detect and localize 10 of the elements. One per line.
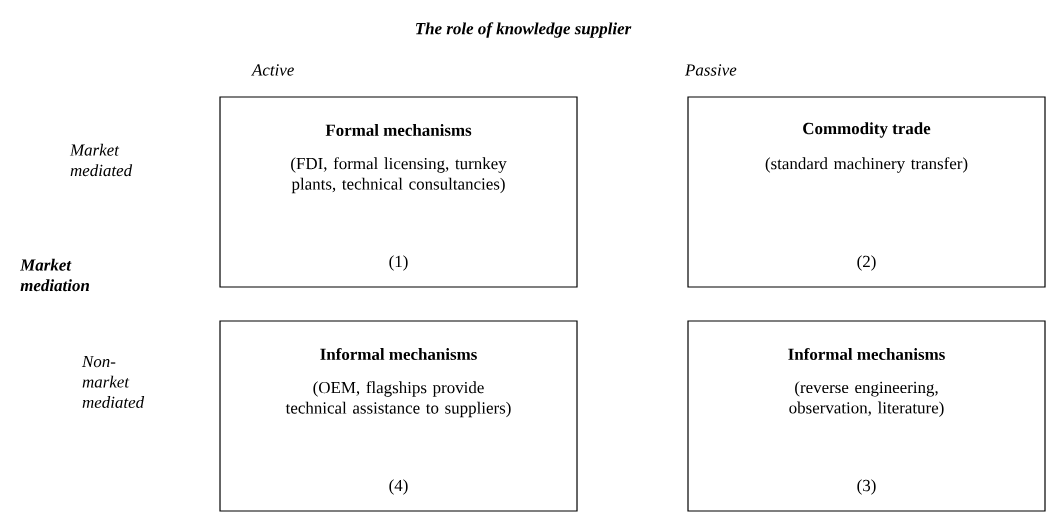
axis-label: Active xyxy=(251,64,294,76)
quadrant-box: Commodity trade (standard machinery transfer) (2) xyxy=(687,96,1046,288)
axis-label: Non-market mediated xyxy=(81,355,145,409)
axis-label: Passive xyxy=(684,64,737,76)
quadrant-box: Informal mechanisms (OEM, flagships provide technical assistance to suppliers) (4) xyxy=(219,320,578,512)
axis-label: Market mediated xyxy=(69,143,133,177)
axis-label: Market mediation xyxy=(20,258,90,292)
quadrant-box: Informal mechanisms (reverse engineering, observation, literature) (3) xyxy=(687,320,1046,512)
quadrant-box: Formal mechanisms (FDI, formal licensing, turnkey plants, technical consultancies) (1) xyxy=(219,96,578,288)
title: The role of knowledge supplier xyxy=(416,22,632,38)
